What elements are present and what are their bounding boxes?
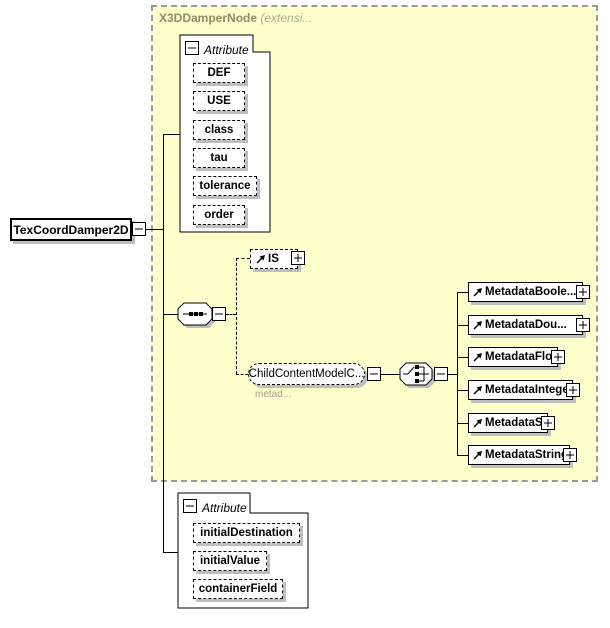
reference-arrow-icon — [473, 451, 482, 460]
expand-icon[interactable] — [566, 383, 580, 397]
collapse-icon[interactable] — [212, 307, 226, 321]
attribute-label: initialDestination — [200, 527, 293, 539]
collapse-icon[interactable] — [367, 367, 381, 381]
connector-line — [163, 552, 179, 553]
connector-line-dashed — [226, 314, 236, 315]
extension-title: X3DDamperNode — [159, 11, 258, 25]
element-label: MetadataInteger — [485, 384, 573, 396]
collapse-icon[interactable] — [185, 41, 199, 55]
connector-line — [457, 423, 468, 424]
attribute-label: tau — [210, 152, 228, 164]
element-metadataboolean[interactable]: MetadataBoole... — [468, 282, 583, 302]
connector-line — [448, 374, 457, 375]
reference-arrow-icon — [473, 353, 482, 362]
minus-icon — [437, 373, 445, 375]
attribute-group-top-label: Attribute — [204, 43, 249, 57]
expand-icon[interactable] — [576, 285, 590, 299]
collapse-icon[interactable] — [183, 499, 197, 513]
expand-icon[interactable] — [551, 350, 565, 364]
connector-line — [457, 325, 468, 326]
element-label: MetadataFloat — [485, 351, 558, 363]
expand-icon[interactable] — [563, 448, 577, 462]
element-metadatastring[interactable]: MetadataString — [468, 445, 570, 465]
reference-arrow-icon — [473, 288, 482, 297]
plus-icon — [554, 353, 562, 361]
connector-line-dashed — [236, 374, 248, 375]
element-metadatadouble[interactable]: MetadataDou... — [468, 315, 583, 335]
attribute-label: class — [204, 124, 234, 136]
collapse-icon[interactable] — [132, 222, 146, 236]
plus-icon — [579, 321, 587, 329]
choice-icon[interactable] — [398, 361, 438, 391]
reference-arrow-icon — [473, 419, 482, 428]
connector-line — [163, 314, 178, 315]
attribute-label: DEF — [207, 67, 231, 79]
attribute-def[interactable]: DEF — [193, 63, 245, 83]
attribute-group-bottom-label: Attribute — [202, 501, 247, 515]
expand-icon[interactable] — [291, 251, 305, 265]
attribute-initialvalue[interactable]: initialValue — [193, 551, 267, 571]
group-annotation: metad... — [255, 389, 292, 400]
connector-line — [457, 455, 468, 456]
group-childcontentmodel[interactable]: ChildContentModelC... — [248, 363, 365, 385]
plus-icon — [579, 288, 587, 296]
minus-icon — [370, 373, 378, 375]
connector-line-dashed — [236, 258, 237, 374]
sequence-icon[interactable] — [176, 301, 218, 331]
plus-icon — [294, 254, 302, 262]
element-label: MetadataSet — [485, 417, 548, 429]
attribute-tolerance[interactable]: tolerance — [193, 176, 257, 196]
element-label: TexCoordDamper2D — [13, 222, 129, 237]
plus-icon — [566, 451, 574, 459]
attribute-label: initialValue — [199, 555, 261, 567]
connector-line-dashed — [236, 258, 250, 259]
attribute-class[interactable]: class — [193, 120, 245, 140]
attribute-tau[interactable]: tau — [193, 148, 245, 168]
attribute-order[interactable]: order — [193, 205, 245, 225]
element-metadatainteger[interactable]: MetadataInteger — [468, 380, 573, 400]
extension-subtitle: (extensi... — [260, 11, 313, 25]
collapse-icon[interactable] — [434, 367, 448, 381]
connector-line — [163, 134, 164, 552]
connector-line — [163, 134, 181, 135]
attribute-label: order — [204, 209, 234, 221]
reference-arrow-icon — [256, 255, 265, 264]
minus-icon — [186, 505, 194, 507]
connector-line — [457, 292, 458, 455]
element-metadataset[interactable]: MetadataSet — [468, 413, 548, 433]
element-label: MetadataString — [485, 449, 569, 461]
attribute-containerfield[interactable]: containerField — [193, 579, 283, 599]
element-metadatafloat[interactable]: MetadataFloat — [468, 347, 558, 367]
minus-icon — [135, 228, 143, 230]
connector-line — [457, 390, 468, 391]
connector-line — [146, 229, 163, 230]
element-label: MetadataBoole... — [485, 286, 577, 298]
attribute-label: USE — [207, 95, 231, 107]
attribute-initialdestination[interactable]: initialDestination — [193, 523, 300, 543]
expand-icon[interactable] — [541, 416, 555, 430]
attribute-label: containerField — [198, 583, 278, 595]
plus-icon — [569, 386, 577, 394]
element-is[interactable]: IS — [250, 249, 298, 269]
element-label: IS — [268, 253, 279, 265]
element-label: MetadataDou... — [485, 319, 567, 331]
element-texcoorddamper2d[interactable]: TexCoordDamper2D — [10, 218, 132, 241]
reference-arrow-icon — [473, 386, 482, 395]
attribute-label: tolerance — [199, 180, 251, 192]
connector-line — [457, 292, 468, 293]
connector-line — [381, 374, 400, 375]
connector-line — [457, 357, 468, 358]
plus-icon — [544, 419, 552, 427]
expand-icon[interactable] — [576, 318, 590, 332]
reference-arrow-icon — [473, 321, 482, 330]
group-label: ChildContentModelC... — [248, 368, 365, 380]
extension-container-header: X3DDamperNode (extensi... — [159, 11, 312, 25]
minus-icon — [188, 47, 196, 49]
minus-icon — [215, 313, 223, 315]
attribute-use[interactable]: USE — [193, 91, 245, 111]
